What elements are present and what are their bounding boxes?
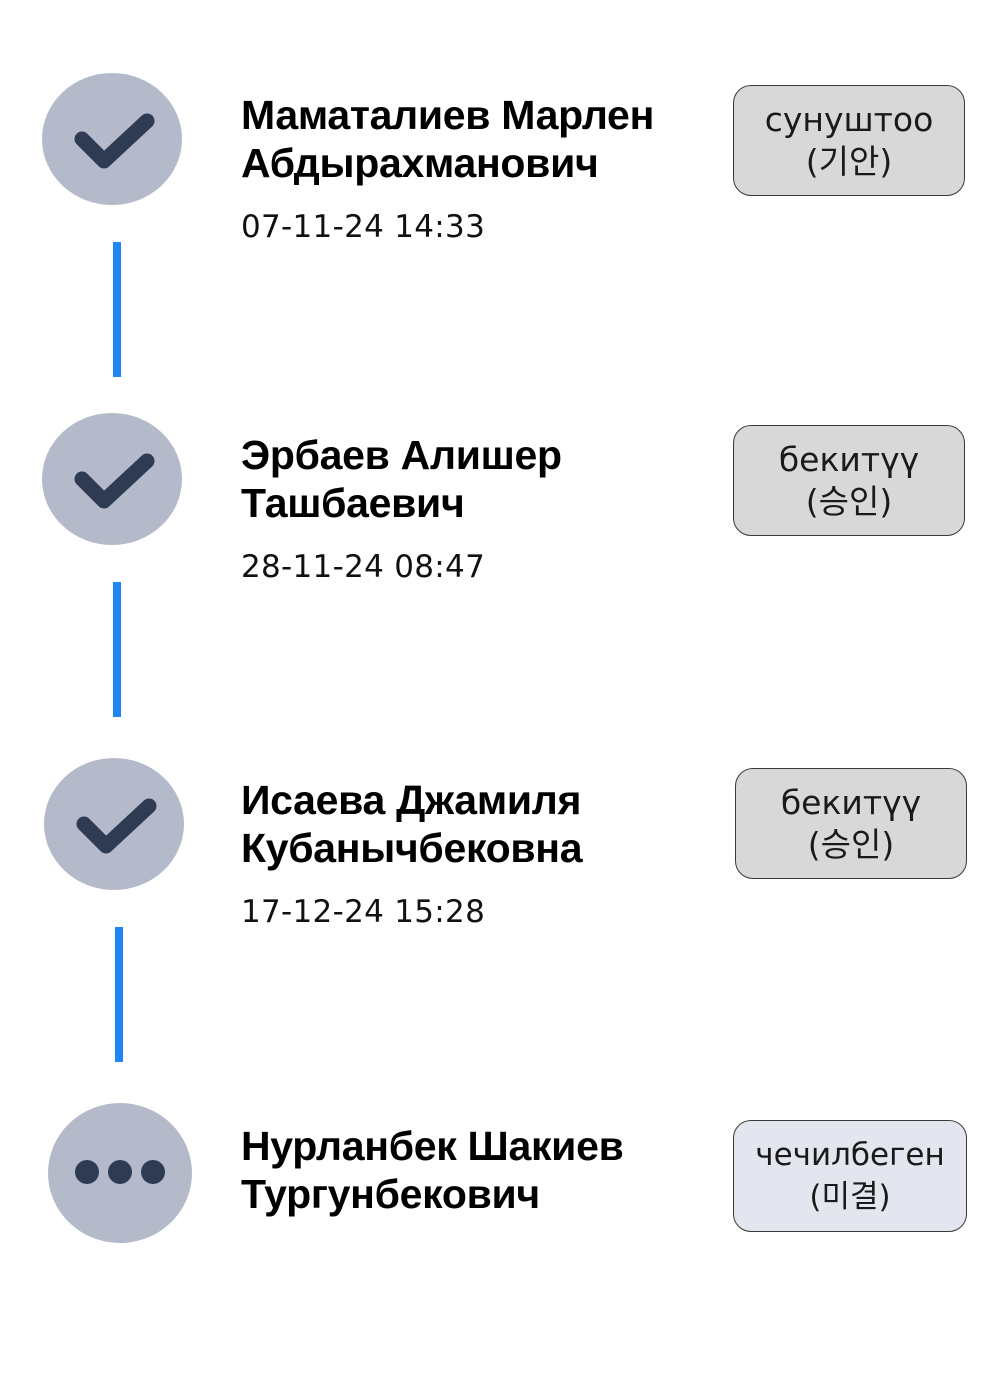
- approval-step-1: Маматалиев Марлен Абдырахманович 07-11-2…: [0, 0, 1000, 245]
- approval-step-3: Исаева Джамиля Кубанычбековна 17-12-24 1…: [0, 0, 1000, 930]
- status-badge-label: чечилбеген: [755, 1137, 945, 1173]
- checkmark-icon: [74, 453, 155, 509]
- approver-name: Исаева Джамиля Кубанычбековна: [241, 777, 583, 871]
- step-status-circle: [48, 1103, 192, 1243]
- approval-timestamp: 17-12-24 15:28: [241, 894, 486, 930]
- step-status-circle: [44, 758, 184, 890]
- timeline-connector: [113, 242, 121, 377]
- approval-timestamp: 07-11-24 14:33: [241, 209, 486, 245]
- step-status-circle: [42, 73, 182, 205]
- approval-timestamp: 28-11-24 08:47: [241, 549, 486, 585]
- status-badge: сунуштоо (기안): [733, 85, 965, 196]
- timeline-connector: [115, 927, 123, 1062]
- status-badge: бекитүү (승인): [735, 768, 967, 879]
- timeline-connector: [113, 582, 121, 717]
- status-badge-sublabel: (미결): [809, 1179, 891, 1215]
- ellipsis-icon: [75, 1160, 165, 1184]
- status-badge-label: бекитүү: [778, 439, 920, 479]
- status-badge: бекитүү (승인): [733, 425, 965, 536]
- approval-step-4: Нурланбек Шакиев Тургунбекович чечилбеге…: [0, 0, 1000, 1243]
- status-badge-sublabel: (승인): [805, 481, 893, 521]
- approver-name: Эрбаев Алишер Ташбаевич: [241, 432, 562, 526]
- approver-name: Маматалиев Марлен Абдырахманович: [241, 92, 655, 186]
- status-badge-label: сунуштоо: [764, 99, 934, 139]
- step-status-circle: [42, 413, 182, 545]
- checkmark-icon: [74, 113, 155, 169]
- status-badge: чечилбеген (미결): [733, 1120, 967, 1232]
- approver-name: Нурланбек Шакиев Тургунбекович: [241, 1123, 624, 1217]
- status-badge-label: бекитүү: [780, 782, 922, 822]
- status-badge-sublabel: (기안): [805, 141, 893, 181]
- approval-step-2: Эрбаев Алишер Ташбаевич 28-11-24 08:47 б…: [0, 0, 1000, 585]
- status-badge-sublabel: (승인): [807, 824, 895, 864]
- checkmark-icon: [76, 798, 157, 854]
